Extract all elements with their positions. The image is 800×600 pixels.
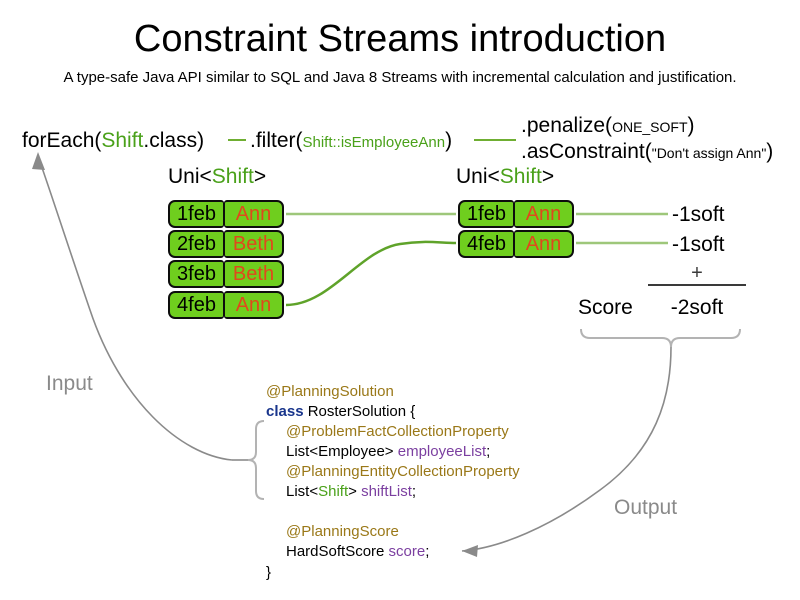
stream-label-right: Uni<Shift> bbox=[456, 165, 554, 189]
as-constraint-suffix: ) bbox=[766, 140, 774, 163]
code-line: HardSoftScore score; bbox=[286, 542, 429, 562]
shift-employee: Ann bbox=[514, 230, 574, 258]
code-token: HardSoftScore bbox=[286, 543, 389, 560]
code-token: List<Employee> bbox=[286, 443, 398, 460]
for-each-prefix: forEach( bbox=[22, 129, 102, 152]
output-arrowhead bbox=[462, 545, 478, 557]
code-line: class RosterSolution { bbox=[266, 402, 415, 422]
code-token: } bbox=[266, 564, 272, 581]
code-token: ; bbox=[486, 443, 491, 460]
penalty-value: -1soft bbox=[672, 233, 725, 256]
code-token: RosterSolution { bbox=[307, 403, 416, 420]
code-token: employeeList bbox=[397, 443, 487, 460]
stream-label-left: Uni<Shift> bbox=[168, 165, 266, 189]
shift-chip[interactable]: 2feb Beth bbox=[168, 230, 284, 258]
as-constraint-prefix: .asConstraint( bbox=[521, 140, 652, 163]
shift-chip[interactable]: 4feb Ann bbox=[458, 230, 574, 258]
pipeline-for-each: forEach(Shift.class) bbox=[22, 128, 204, 154]
shift-date: 1feb bbox=[168, 200, 224, 228]
shift-chip[interactable]: 3feb Beth bbox=[168, 260, 284, 288]
code-token: @PlanningEntityCollectionProperty bbox=[286, 463, 520, 480]
code-token: > bbox=[348, 483, 362, 500]
shift-date: 4feb bbox=[458, 230, 514, 258]
penalize-weight: ONE_SOFT bbox=[612, 119, 688, 135]
shift-chip[interactable]: 1feb Ann bbox=[458, 200, 574, 228]
uni-left-suffix: > bbox=[253, 165, 267, 188]
uni-right-prefix: Uni< bbox=[456, 165, 500, 188]
for-each-type: Shift bbox=[101, 129, 144, 152]
uni-left-type: Shift bbox=[211, 165, 254, 188]
code-line: List<Employee> employeeList; bbox=[286, 442, 490, 462]
shift-chip[interactable]: 1feb Ann bbox=[168, 200, 284, 228]
shift-date: 3feb bbox=[168, 260, 224, 288]
filter-predicate: Shift::isEmployeeAnn bbox=[302, 134, 446, 151]
shift-date: 2feb bbox=[168, 230, 224, 258]
pipeline-penalize: .penalize(ONE_SOFT) bbox=[521, 113, 695, 140]
score-label: Score bbox=[578, 296, 633, 319]
code-token: score bbox=[388, 543, 426, 560]
pipeline-filter: .filter(Shift::isEmployeeAnn) bbox=[250, 128, 452, 156]
code-token: @PlanningScore bbox=[286, 523, 399, 540]
penalty-value: -1soft bbox=[672, 203, 725, 226]
sum-operator: + bbox=[691, 262, 703, 284]
output-curve bbox=[461, 346, 672, 552]
code-line: @ProblemFactCollectionProperty bbox=[286, 422, 509, 442]
code-line: List<Shift> shiftList; bbox=[286, 482, 416, 502]
score-total: -2soft bbox=[670, 296, 724, 319]
code-token: @ProblemFactCollectionProperty bbox=[286, 423, 509, 440]
page-title: Constraint Streams introduction bbox=[133, 18, 667, 60]
code-token: List< bbox=[286, 483, 319, 500]
filter-prefix: .filter( bbox=[250, 129, 303, 152]
code-line: @PlanningSolution bbox=[266, 382, 394, 402]
input-arrowhead bbox=[32, 152, 45, 170]
for-each-suffix: .class) bbox=[143, 129, 205, 152]
uni-right-suffix: > bbox=[541, 165, 555, 188]
code-fields-brace bbox=[247, 420, 265, 500]
code-token: @PlanningSolution bbox=[266, 383, 394, 400]
uni-left-prefix: Uni< bbox=[168, 165, 212, 188]
code-token: class bbox=[266, 403, 308, 420]
page-subtitle: A type-safe Java API similar to SQL and … bbox=[63, 69, 737, 86]
input-label: Input bbox=[46, 372, 93, 395]
code-token: Shift bbox=[318, 483, 349, 500]
shift-chip[interactable]: 4feb Ann bbox=[168, 291, 284, 319]
shift-date: 1feb bbox=[458, 200, 514, 228]
penalize-suffix: ) bbox=[687, 114, 695, 137]
score-brace bbox=[580, 328, 741, 348]
code-token: shiftList bbox=[361, 483, 412, 500]
pipeline-as-constraint: .asConstraint("Don't assign Ann") bbox=[521, 139, 773, 166]
uni-right-type: Shift bbox=[499, 165, 542, 188]
penalize-prefix: .penalize( bbox=[521, 114, 613, 137]
match-wire-4feb bbox=[285, 240, 457, 307]
output-label: Output bbox=[614, 496, 678, 519]
shift-date: 4feb bbox=[168, 291, 224, 319]
code-token: ; bbox=[411, 483, 417, 500]
code-line: @PlanningScore bbox=[286, 522, 399, 542]
as-constraint-name: "Don't assign Ann" bbox=[651, 145, 767, 161]
code-token: ; bbox=[425, 543, 430, 560]
code-line: @PlanningEntityCollectionProperty bbox=[286, 462, 520, 482]
shift-employee: Ann bbox=[224, 200, 284, 228]
shift-employee: Beth bbox=[224, 260, 284, 288]
filter-suffix: ) bbox=[445, 129, 453, 152]
shift-employee: Ann bbox=[514, 200, 574, 228]
shift-employee: Beth bbox=[224, 230, 284, 258]
code-line: } bbox=[266, 563, 271, 583]
shift-employee: Ann bbox=[224, 291, 284, 319]
